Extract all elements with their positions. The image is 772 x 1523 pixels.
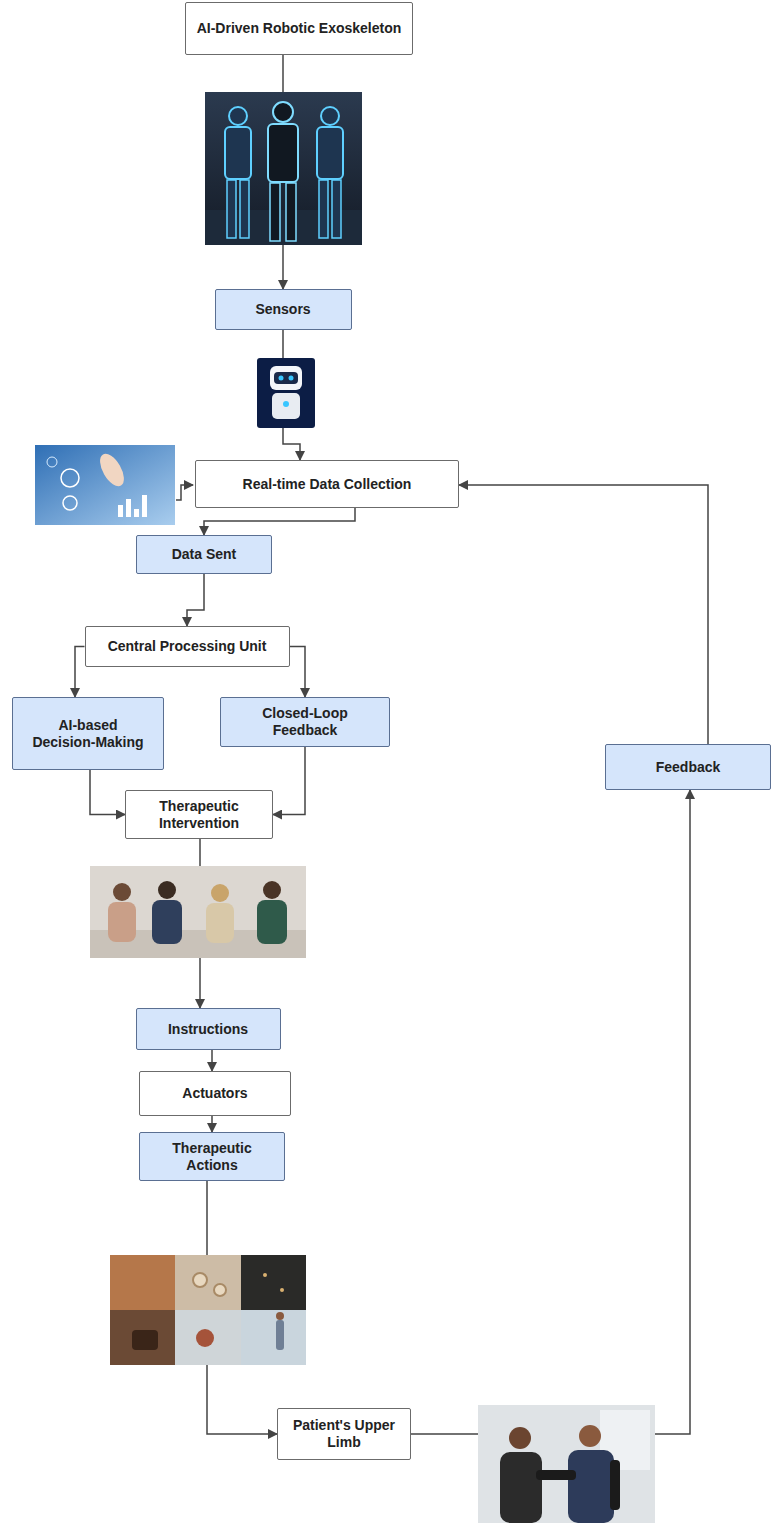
- robot-icon: [257, 358, 315, 428]
- robot-icon-head: [270, 366, 302, 390]
- robot-leg: [319, 180, 328, 238]
- robot-icon-body: [272, 393, 300, 419]
- robot-leg: [270, 183, 280, 241]
- collage-tile: [175, 1255, 241, 1310]
- process-box: Patient's Upper Limb: [277, 1408, 411, 1460]
- collage-tile: [110, 1255, 175, 1310]
- box-label: Patient's Upper Limb: [289, 1417, 399, 1451]
- process-box-blue: Instructions: [136, 1008, 281, 1050]
- robot-torso: [317, 127, 343, 179]
- dashboard-bar: [134, 509, 139, 517]
- person-body: [152, 900, 182, 944]
- robot-leg: [227, 180, 236, 238]
- robot-head: [229, 107, 247, 125]
- collage-spark: [280, 1288, 284, 1292]
- robot-head: [273, 102, 293, 122]
- dashboard-bar: [142, 495, 147, 517]
- input-arrow: [176, 485, 193, 500]
- dashboard-hand: [95, 450, 129, 490]
- process-box-blue: Data Sent: [136, 535, 272, 574]
- robot-icon-visor: [274, 372, 298, 384]
- robot-torso: [268, 124, 298, 182]
- flow-arrow: [187, 574, 204, 626]
- patient-body: [568, 1450, 614, 1523]
- dashboard-bar: [126, 499, 131, 517]
- box-label: AI-based Decision-Making: [26, 717, 151, 751]
- person-head: [509, 1427, 531, 1449]
- collage-figure: [132, 1330, 158, 1350]
- dashboard-gauge: [63, 496, 77, 510]
- box-label: AI-Driven Robotic Exoskeleton: [197, 20, 402, 37]
- person-head: [211, 884, 229, 902]
- therapy-photo: [90, 866, 306, 958]
- collage-spark: [263, 1273, 267, 1277]
- dashboard-bar: [118, 505, 123, 517]
- process-box-blue: Therapeutic Actions: [139, 1132, 285, 1181]
- person-body: [108, 902, 136, 942]
- person-head: [263, 881, 281, 899]
- robot-leg: [240, 180, 249, 238]
- collage-tile: [110, 1310, 175, 1365]
- collage-runner: [276, 1320, 284, 1350]
- robot-leg: [332, 180, 341, 238]
- robot-torso: [225, 127, 251, 179]
- dashboard-hex: [47, 457, 57, 467]
- box-label: Central Processing Unit: [108, 638, 267, 655]
- robot-leg: [286, 183, 296, 241]
- patient-photo: [478, 1405, 655, 1523]
- box-label: Closed-Loop Feedback: [255, 705, 355, 739]
- person-head: [158, 881, 176, 899]
- collage-tile: [175, 1310, 241, 1365]
- box-label: Instructions: [168, 1021, 248, 1038]
- collage-tile: [241, 1310, 306, 1365]
- robot-icon-light: [283, 401, 289, 407]
- collage-ring: [214, 1284, 226, 1296]
- flow-arrow: [459, 485, 708, 744]
- collage-runner-head: [276, 1312, 284, 1320]
- flow-arrow: [290, 647, 306, 698]
- person-head: [113, 883, 131, 901]
- prosthetic-arm: [536, 1470, 576, 1480]
- collage-bowl: [196, 1329, 214, 1347]
- box-label: Therapeutic Actions: [165, 1140, 260, 1174]
- flow-arrow: [211, 1116, 213, 1132]
- person-head: [579, 1425, 601, 1447]
- process-box-blue: Sensors: [215, 289, 352, 330]
- process-box-blue: Closed-Loop Feedback: [220, 697, 390, 747]
- process-box-blue: AI-based Decision-Making: [12, 697, 164, 770]
- box-label: Real-time Data Collection: [243, 476, 412, 493]
- dashboard-gauge: [61, 469, 79, 487]
- flow-arrow: [90, 770, 125, 815]
- flow-arrow: [75, 647, 85, 698]
- box-label: Therapeutic Intervention: [152, 798, 247, 832]
- box-label: Data Sent: [172, 546, 237, 563]
- therapist-body: [500, 1452, 542, 1523]
- robot-icon-eye: [289, 376, 294, 381]
- robot-head: [321, 107, 339, 125]
- flow-arrow: [204, 508, 355, 535]
- dashboard-photo: [35, 445, 175, 525]
- process-box-blue: Feedback: [605, 744, 771, 790]
- robot-icon-eye: [279, 376, 284, 381]
- process-box: Central Processing Unit: [85, 626, 290, 667]
- process-box: Real-time Data Collection: [195, 460, 459, 508]
- flow-arrow: [411, 790, 690, 1434]
- prosthetic-arm: [610, 1460, 620, 1510]
- flow-arrow: [273, 747, 305, 815]
- person-body: [257, 900, 287, 944]
- process-box: Actuators: [139, 1071, 291, 1116]
- robots-photo: [205, 92, 362, 245]
- box-label: Feedback: [656, 759, 721, 776]
- process-box: Therapeutic Intervention: [125, 790, 273, 839]
- box-label: Sensors: [255, 301, 310, 318]
- person-body: [206, 903, 234, 943]
- flow-arrow: [211, 1050, 213, 1071]
- process-box: AI-Driven Robotic Exoskeleton: [185, 2, 413, 55]
- collage-tile: [241, 1255, 306, 1310]
- collage-ring: [193, 1273, 207, 1287]
- box-label: Actuators: [182, 1085, 247, 1102]
